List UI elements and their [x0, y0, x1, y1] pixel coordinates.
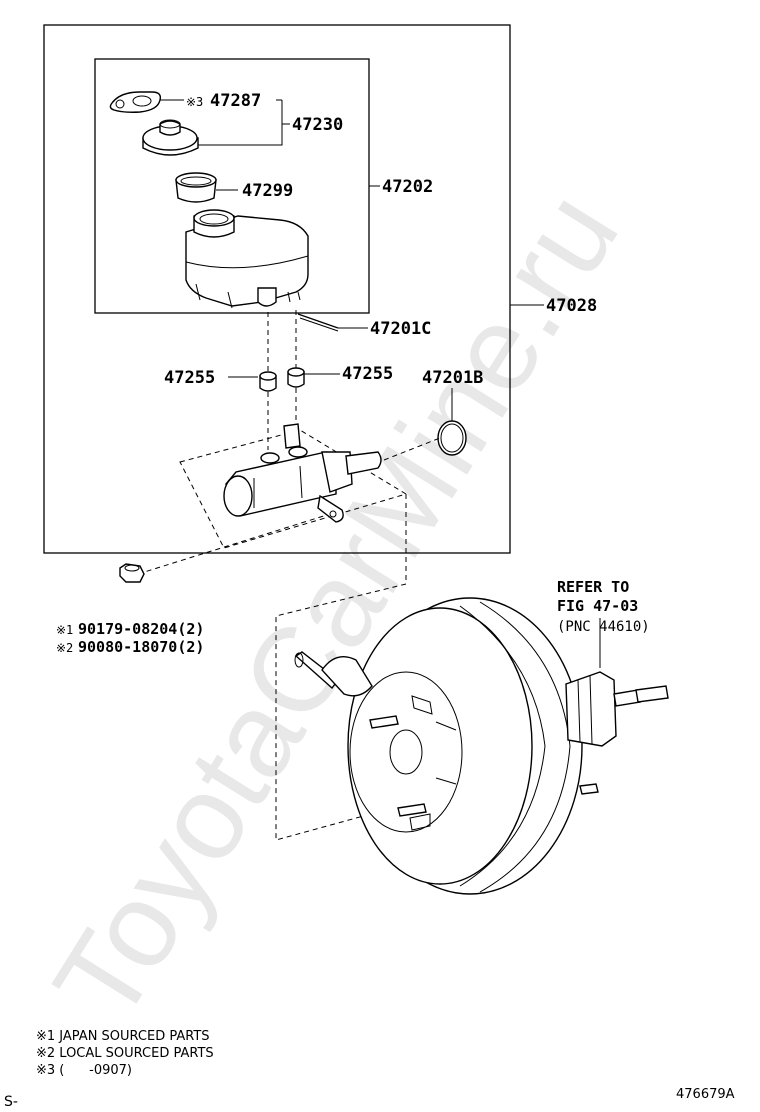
label-47287-prefix: ※3	[186, 95, 203, 109]
brake-booster	[294, 597, 669, 895]
pin-47201C	[297, 313, 339, 332]
o-ring-47201B	[437, 420, 467, 456]
note-local-sourced: ※2 LOCAL SOURCED PARTS	[36, 1046, 214, 1061]
bolt-1-prefix: ※1	[56, 623, 73, 637]
label-47202: 47202	[382, 177, 433, 197]
label-47028: 47028	[546, 296, 597, 316]
grommet-47255-right	[287, 367, 305, 388]
label-47201C: 47201C	[370, 319, 431, 339]
note-date-range: ※3 ( -0907)	[36, 1063, 132, 1078]
footer-left-code: S-	[4, 1094, 18, 1110]
label-47299: 47299	[242, 181, 293, 201]
nut	[119, 563, 145, 583]
bolt-1-part-number: 90179-08204(2)	[78, 620, 204, 638]
bolt-2-part-number: 90080-18070(2)	[78, 638, 204, 656]
reservoir-cap-47230	[142, 119, 199, 156]
strainer-47299	[175, 172, 217, 203]
figure-id: 476679A	[676, 1087, 735, 1102]
label-47287: 47287	[210, 91, 261, 111]
reservoir-tank	[185, 209, 309, 309]
label-47230: 47230	[292, 115, 343, 135]
assembly-box-47028	[43, 24, 511, 554]
bolt-2-prefix: ※2	[56, 641, 73, 655]
grommet-47255-left	[259, 371, 277, 392]
note-japan-sourced: ※1 JAPAN SOURCED PARTS	[36, 1029, 210, 1044]
leader-lines	[160, 99, 601, 668]
master-cylinder	[223, 423, 382, 523]
label-47201B: 47201B	[422, 368, 483, 388]
refer-line-3: (PNC 44610)	[557, 619, 650, 635]
gasket-plate-47287	[109, 91, 162, 113]
refer-line-2: FIG 47-03	[557, 597, 638, 615]
label-47255-left: 47255	[164, 368, 215, 388]
dashed-guides	[137, 310, 441, 841]
label-47255-right: 47255	[342, 364, 393, 384]
refer-line-1: REFER TO	[557, 578, 629, 596]
